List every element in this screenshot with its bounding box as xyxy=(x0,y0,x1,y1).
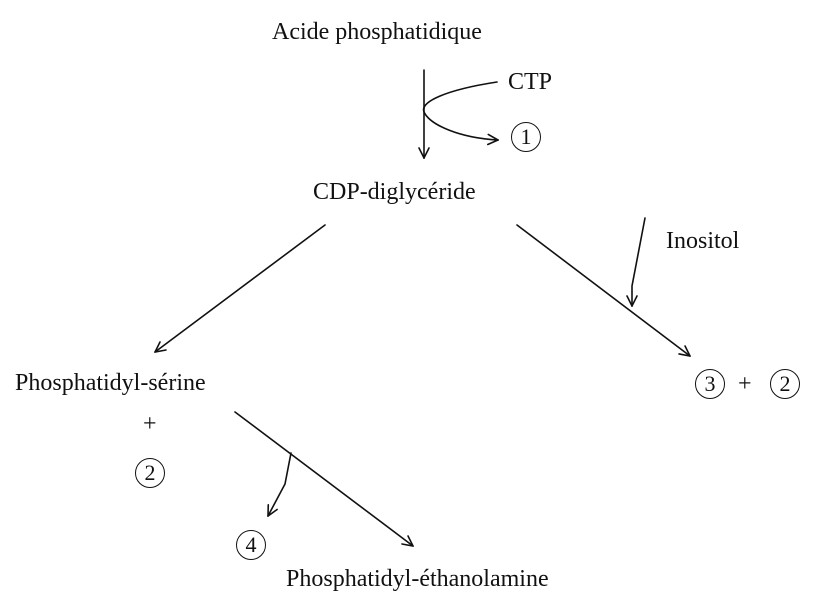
marker-2-right: 2 xyxy=(770,369,800,399)
label-phosphatidic-acid: Acide phosphatidique xyxy=(272,19,482,45)
label-ctp: CTP xyxy=(508,69,553,95)
marker-2-left: 2 xyxy=(135,458,165,488)
arrow-cdp-to-product3 xyxy=(516,224,690,356)
arrow-ctp-to-1 xyxy=(422,81,498,140)
label-plus-right: + xyxy=(738,371,752,397)
label-inositol: Inositol xyxy=(666,228,740,254)
arrow-release-4 xyxy=(268,452,292,516)
label-cdp-diglyceride: CDP-diglycéride xyxy=(313,179,476,205)
arrow-serine-to-ethanolamine xyxy=(234,411,413,546)
arrow-cdp-to-serine xyxy=(155,224,326,352)
label-phosphatidyl-serine: Phosphatidyl-sérine xyxy=(15,370,206,396)
marker-4: 4 xyxy=(236,530,266,560)
label-plus-left: + xyxy=(143,411,157,437)
marker-1: 1 xyxy=(511,122,541,152)
marker-3: 3 xyxy=(695,369,725,399)
arrow-inositol-in xyxy=(632,217,646,306)
label-phosphatidyl-ethanolamine: Phosphatidyl-éthanolamine xyxy=(286,566,549,592)
